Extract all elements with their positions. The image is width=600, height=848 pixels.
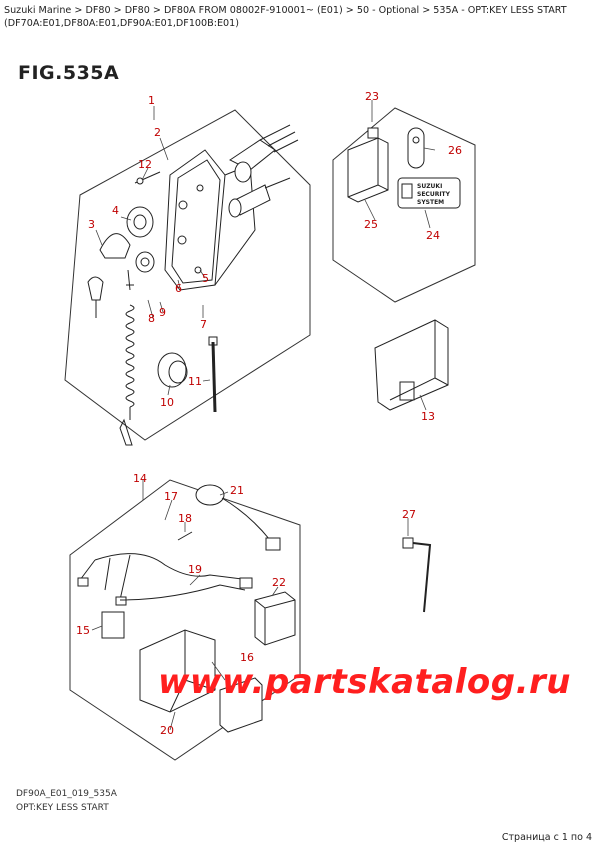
module-16	[219, 677, 263, 733]
switch-connector	[228, 124, 299, 218]
callout-10: 10	[160, 396, 174, 409]
callout-14: 14	[133, 472, 147, 485]
connector-21	[195, 484, 281, 551]
callout-24: 24	[426, 229, 440, 242]
callout-13: 13	[421, 410, 435, 423]
pager: Страница с 1 по 4	[501, 832, 592, 843]
callout-20: 20	[160, 724, 174, 737]
callout-7: 7	[200, 318, 207, 331]
group-frame-14	[69, 479, 301, 761]
callout-27: 27	[402, 508, 416, 521]
group-frame-23	[332, 107, 476, 303]
callout-5: 5	[202, 272, 209, 285]
callout-19: 19	[188, 563, 202, 576]
callout-8: 8	[148, 312, 155, 325]
washer-6	[135, 251, 155, 273]
callout-2: 2	[154, 126, 161, 139]
key-tag-26	[407, 127, 425, 169]
bracket-20	[139, 629, 216, 713]
stop-switch-10	[157, 352, 188, 388]
screw-18	[177, 531, 193, 541]
group-frame-1	[64, 109, 311, 441]
sticker-line-1: SUZUKI	[417, 183, 442, 190]
probe-27	[402, 537, 432, 613]
cable-tie-11	[208, 336, 218, 413]
relay-22	[254, 591, 296, 646]
lanyard-coil	[119, 269, 135, 446]
breadcrumb: Suzuki Marine > DF80 > DF80 > DF80A FROM…	[4, 5, 567, 29]
receiver-13	[374, 319, 449, 411]
callout-12: 12	[138, 158, 152, 171]
callout-17: 17	[164, 490, 178, 503]
footer-caption: OPT:KEY LESS START	[16, 803, 109, 813]
leader-lines	[91, 100, 436, 731]
harness-19	[77, 553, 253, 606]
footer-code: DF90A_E01_019_535A	[16, 789, 117, 799]
sticker-text: SUZUKI SECURITY SYSTEM	[417, 183, 451, 206]
controller-25	[347, 127, 389, 203]
callout-18: 18	[178, 512, 192, 525]
nut-4	[126, 206, 154, 238]
sticker-line-3: SYSTEM	[417, 199, 444, 206]
key-fob	[87, 276, 104, 318]
callout-3: 3	[88, 218, 95, 231]
callout-6: 6	[175, 282, 182, 295]
callout-25: 25	[364, 218, 378, 231]
watermark: www.partskatalog.ru	[158, 662, 572, 702]
callout-11: 11	[188, 375, 202, 388]
figure-title: FIG.535A	[18, 62, 120, 84]
callout-23: 23	[365, 90, 379, 103]
callout-22: 22	[272, 576, 286, 589]
callout-labels: 1 2 12 4 3 5 6 8 9 7 11 10 23 26 25 24 1…	[76, 90, 462, 737]
label-15	[101, 611, 125, 639]
callout-21: 21	[230, 484, 244, 497]
callout-9: 9	[159, 306, 166, 319]
callout-1: 1	[148, 94, 155, 107]
callout-26: 26	[448, 144, 462, 157]
callout-16: 16	[240, 651, 254, 664]
screw-12	[134, 171, 161, 185]
callout-15: 15	[76, 624, 90, 637]
security-sticker-24	[397, 177, 461, 209]
sticker-line-2: SECURITY	[417, 191, 451, 198]
knob-3	[99, 233, 131, 259]
callout-4: 4	[112, 204, 119, 217]
